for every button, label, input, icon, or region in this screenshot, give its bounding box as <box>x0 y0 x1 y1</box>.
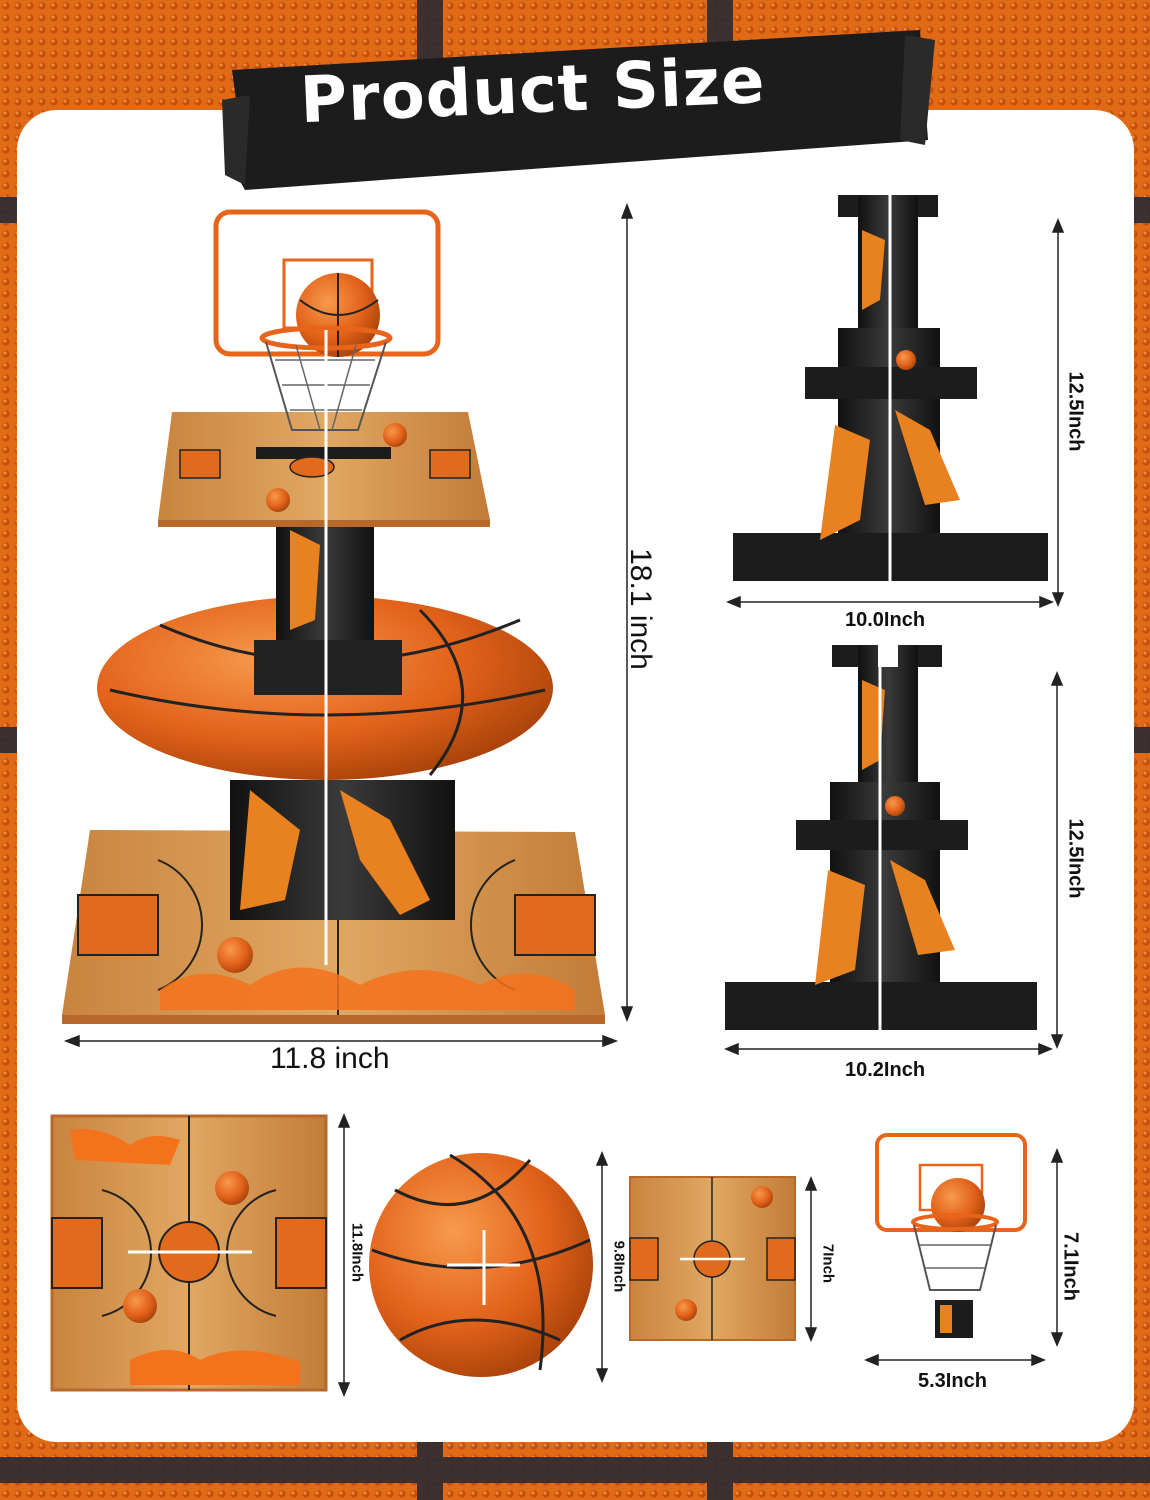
lower-pillar-piece <box>725 645 1037 1030</box>
dimension-label-stand-width: 11.8 inch <box>270 1042 390 1075</box>
dimension-label-lower-pillar-width: 10.2Inch <box>845 1059 926 1081</box>
three-tier-stand-illustration <box>62 209 605 1024</box>
big-court-piece <box>50 1114 328 1392</box>
dimension-lines-hoop-topper <box>864 1148 1064 1367</box>
bottom-court-tier <box>62 830 605 1024</box>
small-court-piece <box>629 1176 796 1341</box>
dimension-label-stand-height: 18.1 inch <box>624 548 657 670</box>
dimension-label-ball-tier-size: 9.8Inch <box>610 1240 628 1293</box>
dimension-label-big-court-size: 11.8Inch <box>348 1222 366 1283</box>
dimension-label-hoop-topper-width: 5.3Inch <box>918 1370 987 1392</box>
hoop-topper-piece <box>875 1133 1027 1338</box>
dimension-lines-lower-pillar <box>724 671 1064 1056</box>
dimension-line-big-court <box>337 1113 351 1397</box>
dimension-lines-main <box>63 202 634 1048</box>
title-banner <box>222 30 935 190</box>
dimension-label-upper-pillar-height: 12.5Inch <box>1064 371 1087 452</box>
dimension-line-ball-tier <box>595 1151 609 1383</box>
dimension-label-hoop-topper-height: 7.1Inch <box>1059 1232 1082 1301</box>
ball-tier-piece <box>369 1153 593 1377</box>
dimension-label-upper-pillar-width: 10.0Inch <box>845 609 926 631</box>
dimension-label-lower-pillar-height: 12.5Inch <box>1064 818 1087 899</box>
dimension-label-small-court-size: 7Inch <box>819 1243 837 1284</box>
lower-pillar <box>230 780 455 920</box>
top-court-tier <box>158 412 490 527</box>
dimension-lines-upper-pillar <box>726 218 1065 609</box>
upper-pillar-piece <box>733 195 1048 581</box>
dimension-line-small-court <box>804 1176 818 1342</box>
